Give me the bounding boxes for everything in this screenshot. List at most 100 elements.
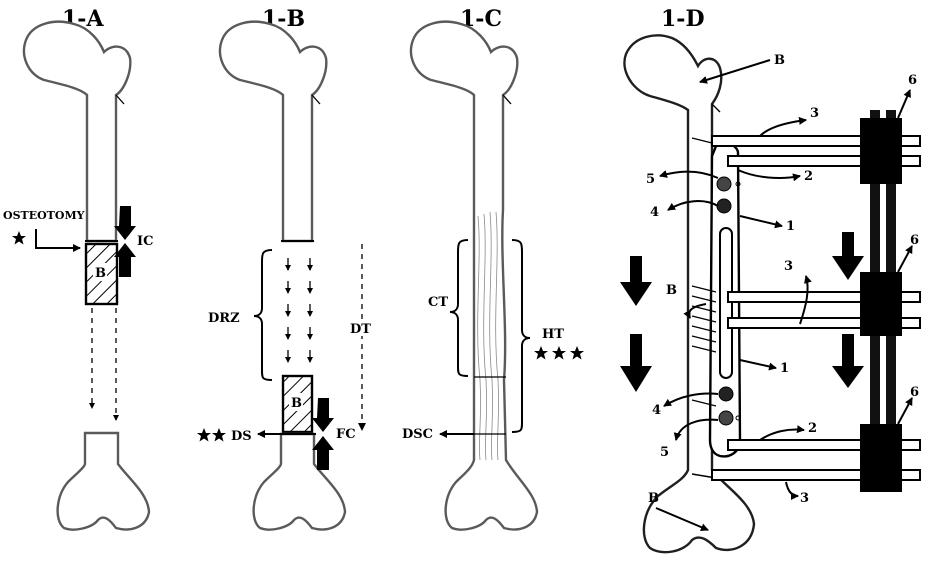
panel-1d-pins	[711, 135, 921, 481]
panel-1a-segment-label-bg	[93, 263, 107, 281]
panel-1d-leader-b-mid	[683, 303, 707, 319]
panel-1d-title: 1-D	[661, 6, 705, 32]
panel-1d-pin-top-a	[711, 135, 921, 147]
panel-1d-plate-hole-2	[735, 415, 741, 421]
panel-1b-trochanter-line	[311, 94, 321, 105]
panel-1a-ic-arrow-down	[114, 206, 136, 240]
panel-1d-label-1-mid: 1	[780, 361, 789, 376]
panel-1d-transport-arrow-right-2	[832, 334, 864, 388]
panel-1a-trochanter-line	[115, 94, 125, 105]
panel-1d-pin-bot-b	[711, 469, 921, 481]
panel-1a: 1-A B OSTEOTOMY IC	[3, 6, 153, 531]
panel-1d-clamp-mid	[860, 272, 902, 336]
panel-1c-regenerate-fibers	[477, 211, 499, 461]
panel-1d-screw-lower-b	[718, 410, 734, 426]
panel-1d-leader-3-bottom	[785, 481, 799, 500]
panel-1d-label-3-mid: 3	[784, 259, 793, 274]
panel-1d-pin-bot-a	[727, 439, 921, 451]
panel-1d-pin-top-b	[727, 155, 921, 167]
panel-1d-transport-arrow-right-1	[832, 232, 864, 280]
panel-1b-fc-arrow-down	[312, 398, 334, 432]
panel-1d-leader-5-bottom	[673, 418, 719, 441]
panel-1b-segment-label-bg	[289, 393, 303, 411]
panel-1d-leader-b-bottom	[655, 507, 709, 531]
panel-1d-label-2-bottom: 2	[808, 421, 817, 436]
panel-1d-transport-arrow-left-2	[620, 334, 652, 392]
panel-1d-leader-3-mid	[799, 275, 812, 325]
panel-1b-distraction-arrows	[285, 258, 313, 363]
panel-1d-leader-4-bottom	[663, 392, 719, 407]
panel-1d-clamp-top	[860, 118, 902, 184]
panel-1c-ct-brace	[449, 239, 469, 377]
panel-1d-label-6-top: 6	[908, 73, 917, 88]
panel-1b: 1-B DRZ DT B	[197, 6, 376, 531]
panel-1d-leader-2-bottom	[759, 425, 805, 441]
panel-1d-leader-1-mid	[739, 359, 777, 371]
panel-1b-segment-label: B	[291, 396, 302, 411]
panel-1b-star-icon-1	[197, 428, 211, 442]
panel-1d-label-b-top: B	[774, 53, 785, 68]
panel-1b-fc-arrow-up	[312, 436, 334, 470]
panel-1d-clamp-bottom	[860, 424, 902, 492]
panel-1d-screw-upper-b	[716, 198, 732, 214]
panel-1b-drz-label: DRZ	[208, 311, 240, 326]
panel-1c-star-icon-3	[570, 346, 584, 360]
panel-1d-leader-5-top	[659, 170, 719, 179]
panel-1b-fc-label: FC	[336, 427, 356, 442]
panel-1c-star-icon-1	[534, 346, 548, 360]
panel-1c-dsc-label: DSC	[402, 427, 433, 442]
panel-1d-plate-hole-1	[735, 181, 741, 187]
panel-1c-trochanter-line	[502, 94, 512, 105]
panel-1d-leader-3-top	[759, 116, 807, 137]
panel-1d-leader-2-top	[737, 169, 801, 182]
panel-1a-ic-arrow-up	[114, 243, 136, 277]
panel-1c-ht-label: HT	[542, 327, 564, 342]
panel-1d-label-6-mid: 6	[910, 233, 919, 248]
panel-1d-label-5-top: 5	[646, 172, 655, 187]
panel-1d-screw-lower-a	[718, 386, 734, 402]
panel-1d-label-b-mid: B	[666, 283, 677, 298]
panel-1c: 1-C CT HT DSC	[402, 6, 584, 531]
panel-1b-proximal-femur	[218, 20, 328, 243]
panel-1a-proximal-femur	[22, 20, 132, 243]
panel-1d-label-4-bottom: 4	[652, 403, 661, 418]
panel-1c-regenerated-femur	[409, 20, 539, 531]
panel-1d-leader-6-bottom	[897, 397, 913, 425]
panel-1d-trochanter-line	[711, 103, 721, 113]
panel-1a-star-icon	[12, 231, 26, 245]
panel-1a-osteotomy-label: OSTEOTOMY	[3, 209, 85, 222]
panel-1d-label-1-top: 1	[786, 219, 795, 234]
panel-1d-leader-1-top	[739, 215, 783, 229]
panel-1d-label-3-bottom: 3	[800, 491, 809, 506]
panel-1b-distal-femur	[252, 432, 347, 531]
panel-1d-label-b-bottom: B	[648, 491, 659, 506]
panel-1b-star-icon-2	[212, 428, 226, 442]
panel-1d: 1-D	[620, 6, 921, 554]
panel-1d-label-5-bottom: 5	[660, 445, 669, 460]
panel-1d-screw-upper-a	[716, 176, 732, 192]
panel-1b-dt-label: DT	[350, 322, 371, 337]
panel-1a-segment-label: B	[95, 266, 106, 281]
panel-1c-star-icon-2	[552, 346, 566, 360]
panel-1d-label-4-top: 4	[650, 205, 659, 220]
panel-1a-osteotomy-arrow	[35, 229, 81, 252]
panel-1c-ct-label: CT	[428, 295, 448, 310]
panel-1d-leader-6-top	[897, 89, 911, 119]
panel-1d-label-2-top: 2	[804, 169, 813, 184]
panel-1d-pin-mid-a	[727, 291, 921, 303]
panel-1d-thread-marks	[691, 137, 717, 479]
panel-1b-drz-brace	[253, 249, 273, 381]
panel-1b-ds-label: DS	[231, 429, 252, 444]
panel-1d-leader-6-mid	[897, 245, 913, 273]
panel-1d-transport-arrow-left-1	[620, 256, 652, 306]
panel-1b-dt-label-bg	[348, 320, 376, 336]
panel-1a-ic-label: IC	[137, 234, 153, 249]
panel-1d-pin-mid-b	[727, 317, 921, 329]
panel-1a-distal-femur	[56, 431, 151, 531]
panel-1d-leader-4-top	[667, 200, 719, 211]
panel-1d-label-6-bottom: 6	[910, 385, 919, 400]
panel-1d-label-3-top: 3	[810, 106, 819, 121]
panel-1d-leader-b-top	[699, 59, 771, 84]
panel-1c-ht-brace	[511, 239, 531, 433]
